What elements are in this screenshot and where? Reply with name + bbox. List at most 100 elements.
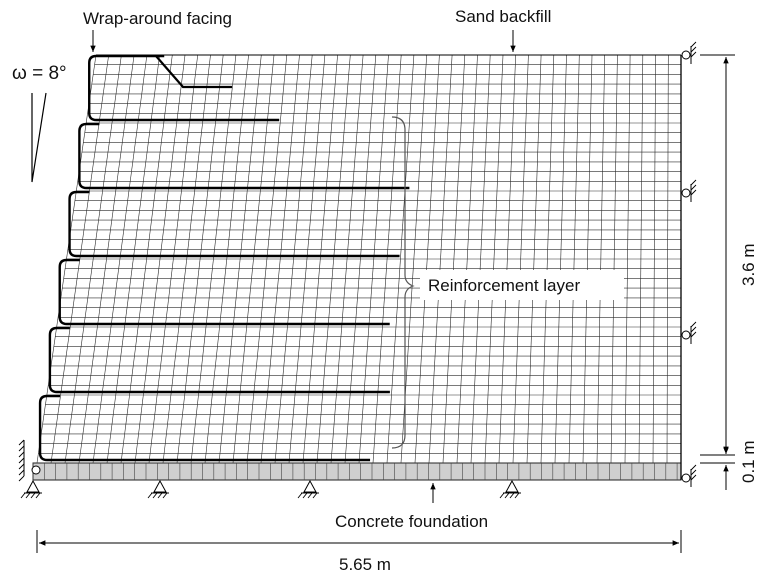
mesh-column-line bbox=[582, 54, 593, 464]
batter-angle-wedge bbox=[31, 92, 47, 183]
left-hatch bbox=[18, 439, 25, 446]
mesh-column-line bbox=[554, 54, 567, 464]
mesh-column-line bbox=[78, 54, 135, 464]
thickness-dim-bottom-head bbox=[723, 465, 729, 472]
length-dim-right-head bbox=[672, 540, 679, 546]
mesh-column-line bbox=[372, 54, 402, 464]
mesh-column-line bbox=[274, 54, 313, 464]
roller-support-icon bbox=[681, 188, 691, 198]
pin-hatch bbox=[25, 492, 31, 499]
mesh-column-line bbox=[64, 54, 122, 464]
mesh-column-line bbox=[484, 54, 504, 464]
mesh-column-line bbox=[498, 54, 516, 464]
roller-support-icon bbox=[681, 330, 691, 340]
roller-hatch bbox=[690, 326, 697, 333]
roller-hatch bbox=[690, 321, 697, 328]
roller-hatch bbox=[690, 474, 697, 481]
roller-hatch bbox=[690, 41, 697, 48]
pin-hatch bbox=[147, 492, 153, 499]
mesh-column-line bbox=[204, 54, 249, 464]
mesh-column-line bbox=[428, 54, 453, 464]
mesh-column-line bbox=[610, 54, 618, 464]
pin-hatch bbox=[499, 492, 505, 499]
left-hatch bbox=[18, 463, 25, 470]
length-dim-left-head bbox=[39, 540, 46, 546]
height-dim-up-head bbox=[723, 57, 729, 64]
roller-support-icon bbox=[681, 50, 691, 60]
pin-hatch bbox=[509, 492, 515, 499]
left-hatch bbox=[18, 469, 25, 476]
mesh-column-line bbox=[288, 54, 326, 464]
wrap-layer-outline bbox=[68, 190, 400, 258]
roller-hatch bbox=[690, 179, 697, 186]
mesh-column-line bbox=[456, 54, 478, 464]
pin-hatch bbox=[152, 492, 158, 499]
concrete-foundation-layer bbox=[32, 462, 682, 481]
height-dimension-label: 3.6 m bbox=[739, 243, 758, 286]
mesh-column-line bbox=[232, 54, 275, 464]
reinforcement-bracket bbox=[391, 116, 415, 449]
left-hatch bbox=[18, 475, 25, 482]
pin-hatch bbox=[297, 492, 303, 499]
reinforcement-label-bg bbox=[420, 270, 624, 300]
mesh-column-line bbox=[624, 54, 631, 464]
left-hatch bbox=[18, 457, 25, 464]
roller-hatch bbox=[690, 46, 697, 53]
reinforcement-layer-label: Reinforcement layer bbox=[428, 276, 580, 295]
foundation-arrow-head bbox=[430, 483, 436, 490]
left-hatch bbox=[18, 451, 25, 458]
left-hatch bbox=[18, 445, 25, 452]
pin-hatch bbox=[162, 492, 168, 499]
pin-hatch bbox=[312, 492, 318, 499]
mesh-column-line bbox=[512, 54, 529, 464]
mesh-column-line bbox=[358, 54, 389, 464]
mesh-column-line bbox=[526, 54, 542, 464]
thickness-dim-top-head bbox=[723, 447, 729, 454]
roller-hatch bbox=[690, 189, 697, 196]
mesh-column-line bbox=[218, 54, 262, 464]
finite-element-mesh bbox=[36, 54, 682, 480]
foundation-block bbox=[32, 462, 682, 481]
mesh-column-line bbox=[344, 54, 377, 464]
pin-hatch bbox=[157, 492, 163, 499]
facing-arrow-head bbox=[90, 45, 96, 52]
pin-hatch bbox=[302, 492, 308, 499]
wrap-layer-outline bbox=[38, 394, 371, 462]
roller-hatch bbox=[690, 469, 697, 476]
mesh-column-line bbox=[386, 54, 415, 464]
dimension-lines bbox=[31, 30, 735, 553]
wrap-around-facing-label: Wrap-around facing bbox=[83, 9, 232, 28]
wrap-around-facing-layers bbox=[38, 54, 415, 462]
pin-hatch bbox=[30, 492, 36, 499]
mesh-column-line bbox=[260, 54, 300, 464]
wrap-layer-outline bbox=[58, 258, 390, 326]
concrete-foundation-label: Concrete foundation bbox=[335, 512, 488, 531]
mesh-column-line bbox=[540, 54, 555, 464]
mesh-column-line bbox=[302, 54, 338, 464]
roller-hatch bbox=[690, 464, 697, 471]
wrap-layer-outline bbox=[78, 122, 410, 190]
roller-hatch bbox=[690, 184, 697, 191]
mesh-column-line bbox=[414, 54, 440, 464]
mesh-column-line bbox=[246, 54, 288, 464]
backfill-arrow-head bbox=[510, 45, 516, 52]
sand-backfill-label: Sand backfill bbox=[455, 7, 551, 26]
mesh-column-line bbox=[176, 54, 224, 464]
mesh-column-line bbox=[120, 54, 173, 464]
mesh-column-line bbox=[568, 54, 580, 464]
corner-roller-icon bbox=[31, 465, 41, 475]
pin-hatch bbox=[35, 492, 41, 499]
pin-hatch bbox=[307, 492, 313, 499]
pin-support-icon bbox=[26, 479, 40, 493]
mesh-column-line bbox=[442, 54, 466, 464]
pin-support-icon bbox=[303, 479, 317, 493]
pin-hatch bbox=[514, 492, 520, 499]
foundation-thickness-label: 0.1 m bbox=[739, 440, 758, 483]
mesh-column-line bbox=[316, 54, 351, 464]
mesh-column-line bbox=[106, 54, 160, 464]
roller-hatch bbox=[690, 51, 697, 58]
pin-support-icon bbox=[505, 479, 519, 493]
pin-hatch bbox=[504, 492, 510, 499]
mesh-column-line bbox=[638, 54, 644, 464]
